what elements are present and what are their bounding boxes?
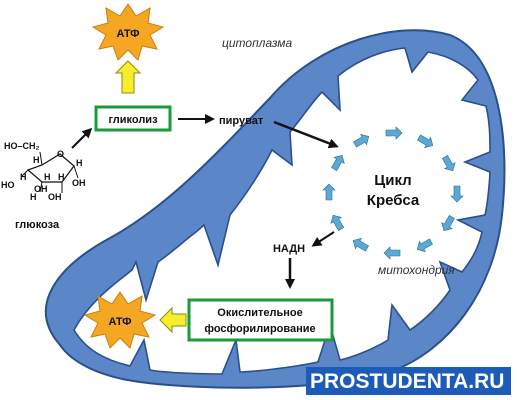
atp-star-bottom: АТФ <box>83 291 157 349</box>
krebs-cycle-arrow <box>417 134 434 149</box>
krebs-cycle-arrow <box>353 133 370 148</box>
krebs-cycle-arrows <box>322 126 464 260</box>
krebs-cycle-arrow <box>416 238 433 253</box>
atp-star-top: АТФ <box>91 3 165 61</box>
oxphos-label-line2: фосфорилирование <box>204 323 315 335</box>
glucose-h-5: H <box>58 172 65 182</box>
krebs-cycle-arrow <box>441 215 455 232</box>
glucose-h-1: H <box>33 155 40 165</box>
glucose-oh-2: OH <box>72 178 86 188</box>
krebs-cycle-label-line1: Цикл <box>374 172 411 189</box>
krebs-cycle-arrow <box>450 185 464 203</box>
arrow-glucose-to-glycolysis <box>71 127 93 149</box>
atp-star-top-shape <box>91 3 165 61</box>
watermark-pro: PRO <box>310 370 356 393</box>
watermark-site: STUDENTA.RU <box>356 370 505 393</box>
cytoplasm-label: цитоплазма <box>222 36 293 50</box>
atp-top-label: АТФ <box>116 28 139 40</box>
glucose-structure: HO–CH₂ O H H H H H OH OH HO H OH <box>1 141 86 202</box>
mitochondrion-matrix <box>73 47 491 375</box>
yellow-arrow-up <box>114 60 142 94</box>
glucose-h-4: H <box>44 172 51 182</box>
nadh-label: НАДН <box>273 243 305 255</box>
pyruvate-label: пируват <box>219 115 264 127</box>
watermark-text: PROSTUDENTA.RU <box>310 370 504 393</box>
oxphos-label-line1: Окислительное <box>217 307 302 319</box>
glycolysis-label: гликолиз <box>108 114 158 126</box>
krebs-cycle-arrow <box>352 237 369 252</box>
arrow-krebs-to-nadh <box>311 231 335 247</box>
krebs-cycle-label-line2: Кребса <box>367 192 420 209</box>
glucose-ho: HO <box>1 180 15 190</box>
glucose-ring-oxygen: O <box>57 149 64 159</box>
krebs-cycle-arrow <box>322 183 336 201</box>
yellow-arrow-left <box>159 306 187 334</box>
oxidative-phosphorylation-box <box>187 298 334 342</box>
arrow-pyruvate-to-krebs <box>273 120 339 149</box>
krebs-cycle-arrow <box>383 246 401 260</box>
atp-star-bottom-shape <box>83 291 157 349</box>
watermark-background <box>306 367 511 395</box>
glucose-h-3: H <box>20 172 27 182</box>
krebs-cycle-arrow <box>441 155 456 172</box>
mitochondria-label: митохондрия <box>378 263 455 277</box>
watermark: PROSTUDENTA.RU <box>306 367 511 395</box>
glucose-label: глюкоза <box>15 219 60 231</box>
glycolysis-box <box>94 105 172 132</box>
atp-bottom-label: АТФ <box>108 316 131 328</box>
glucose-h-2: H <box>76 158 83 168</box>
krebs-cycle-arrow <box>330 214 345 231</box>
glucose-oh-3: OH <box>48 192 62 202</box>
glucose-ch2-group: HO–CH₂ <box>4 141 40 151</box>
glucose-h-6: H <box>30 192 37 202</box>
krebs-cycle-arrow <box>331 154 345 171</box>
krebs-cycle-arrow <box>385 126 403 140</box>
